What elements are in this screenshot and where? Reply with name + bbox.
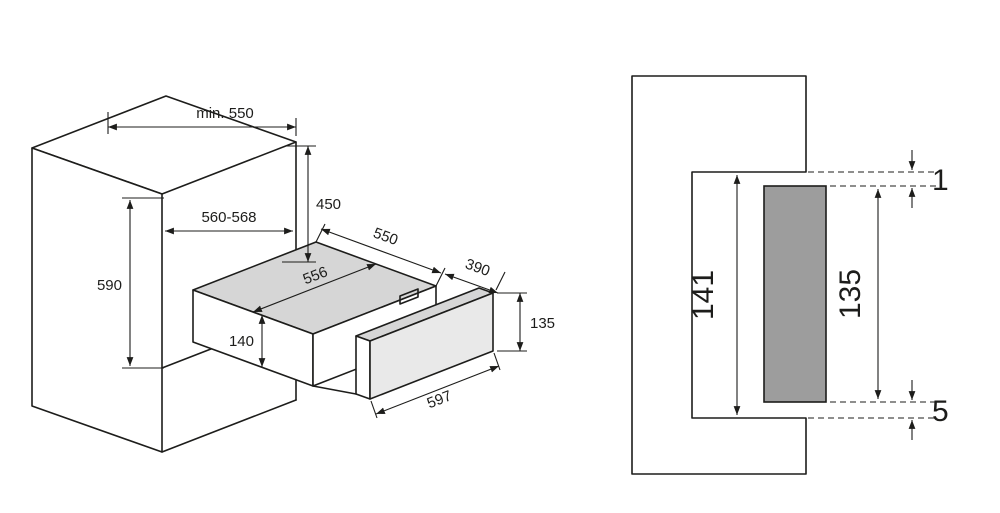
front-panel-side [763,185,827,403]
dim-560-568-label: 560-568 [201,209,256,226]
dim-min550-label: min. 550 [196,105,254,122]
cabinet-front-bottom-edge [161,399,297,453]
gap-bottom-label: 5 [932,395,949,428]
ext-597-left [370,400,378,419]
cabinet-side-outline [631,75,807,475]
dim-550-label: 550 [371,224,400,249]
dim-550 [320,228,442,274]
dim-597 [375,365,500,415]
cabinet-left-face [31,147,163,453]
dim-590-label: 590 [97,277,122,294]
ext-550-front [435,267,446,287]
ext-597-right [493,352,501,371]
dim-597-label: 597 [425,387,454,412]
dim-450-label: 450 [316,196,341,213]
dim-140-label: 140 [229,333,254,350]
dim-390-label: 390 [463,255,492,280]
ext-390-front [495,271,506,291]
panel-left-face [355,335,371,400]
drawer-latch-detail [399,288,419,305]
ext-550-back [315,223,326,243]
dim-556 [252,263,377,313]
drawer-rail-left [312,385,357,395]
gap-top-label: 1 [932,164,949,197]
side-section-view: 141 135 1 5 [631,75,949,475]
dim-135-right-label: 135 [834,269,867,319]
dim-141-label: 141 [687,270,720,320]
isometric-view: min. 550 450 560-568 590 550 390 [31,95,555,453]
dim-135-left-label: 135 [530,315,555,332]
dim-390 [444,273,499,294]
